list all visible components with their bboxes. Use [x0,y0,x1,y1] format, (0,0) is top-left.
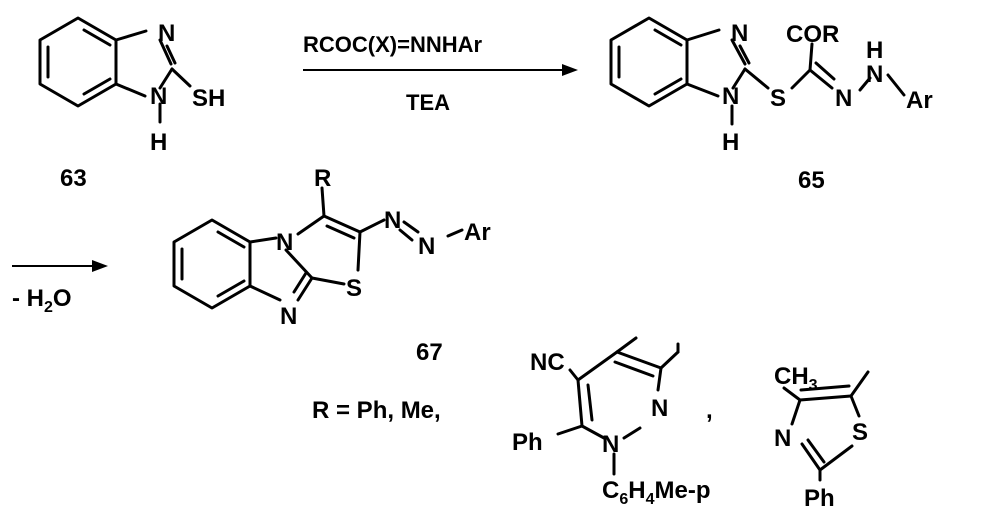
compound-label-65: 65 [798,167,825,194]
atom-n: N [722,83,739,110]
compound-65-structure: N N H S COR N H N Ar [609,16,933,156]
atom-h: H [866,37,883,64]
reaction-arrow-2 [12,260,108,272]
atom-n: N [418,233,435,260]
atom-n: N [651,395,668,422]
atom-n: N [602,431,619,458]
r-definition: R = Ph, Me, [312,397,441,424]
atom-n: N [280,303,297,330]
list-separator: , [706,397,713,424]
substituent-ar: Ar [906,87,933,114]
atom-n: N [150,83,167,110]
compound-label-63: 63 [60,165,87,192]
substituent-methyl: CH3 [774,363,818,394]
atom-n: N [384,207,401,234]
substituent-cor: COR [786,21,839,48]
atom-sh: SH [192,85,225,112]
reagent-label: RCOC(X)=NNHAr [303,32,483,57]
atom-n: N [158,20,175,47]
atom-n: N [835,85,852,112]
atom-h: H [722,129,739,156]
compound-67-structure: R N N S N N Ar [172,165,491,330]
substituent-nc: NC [530,349,565,376]
substituent-ph: Ph [512,429,543,456]
reaction-arrow-1 [303,64,578,76]
atom-s: S [770,85,786,112]
atom-s: S [346,275,362,302]
substituent-r: R [314,165,331,192]
thiazole-substituent: CH3 N S Ph [774,363,870,512]
atom-n: N [774,425,791,452]
substituent-tolyl: C6H4Me-p [602,477,711,508]
substituent-ar: Ar [464,219,491,246]
atom-h: H [150,129,167,156]
substituent-ph: Ph [804,485,835,512]
water-loss-label: - H2O [12,285,72,316]
base-label: TEA [406,90,450,115]
compound-63-structure: N N SH H [38,16,225,156]
atom-n: N [731,20,748,47]
atom-n: N [866,61,883,88]
atom-n: N [276,229,293,256]
atom-s: S [852,419,868,446]
pyrazole-substituent: NC N N Ph C6H4Me-p [512,336,711,508]
compound-label-67: 67 [416,339,443,366]
